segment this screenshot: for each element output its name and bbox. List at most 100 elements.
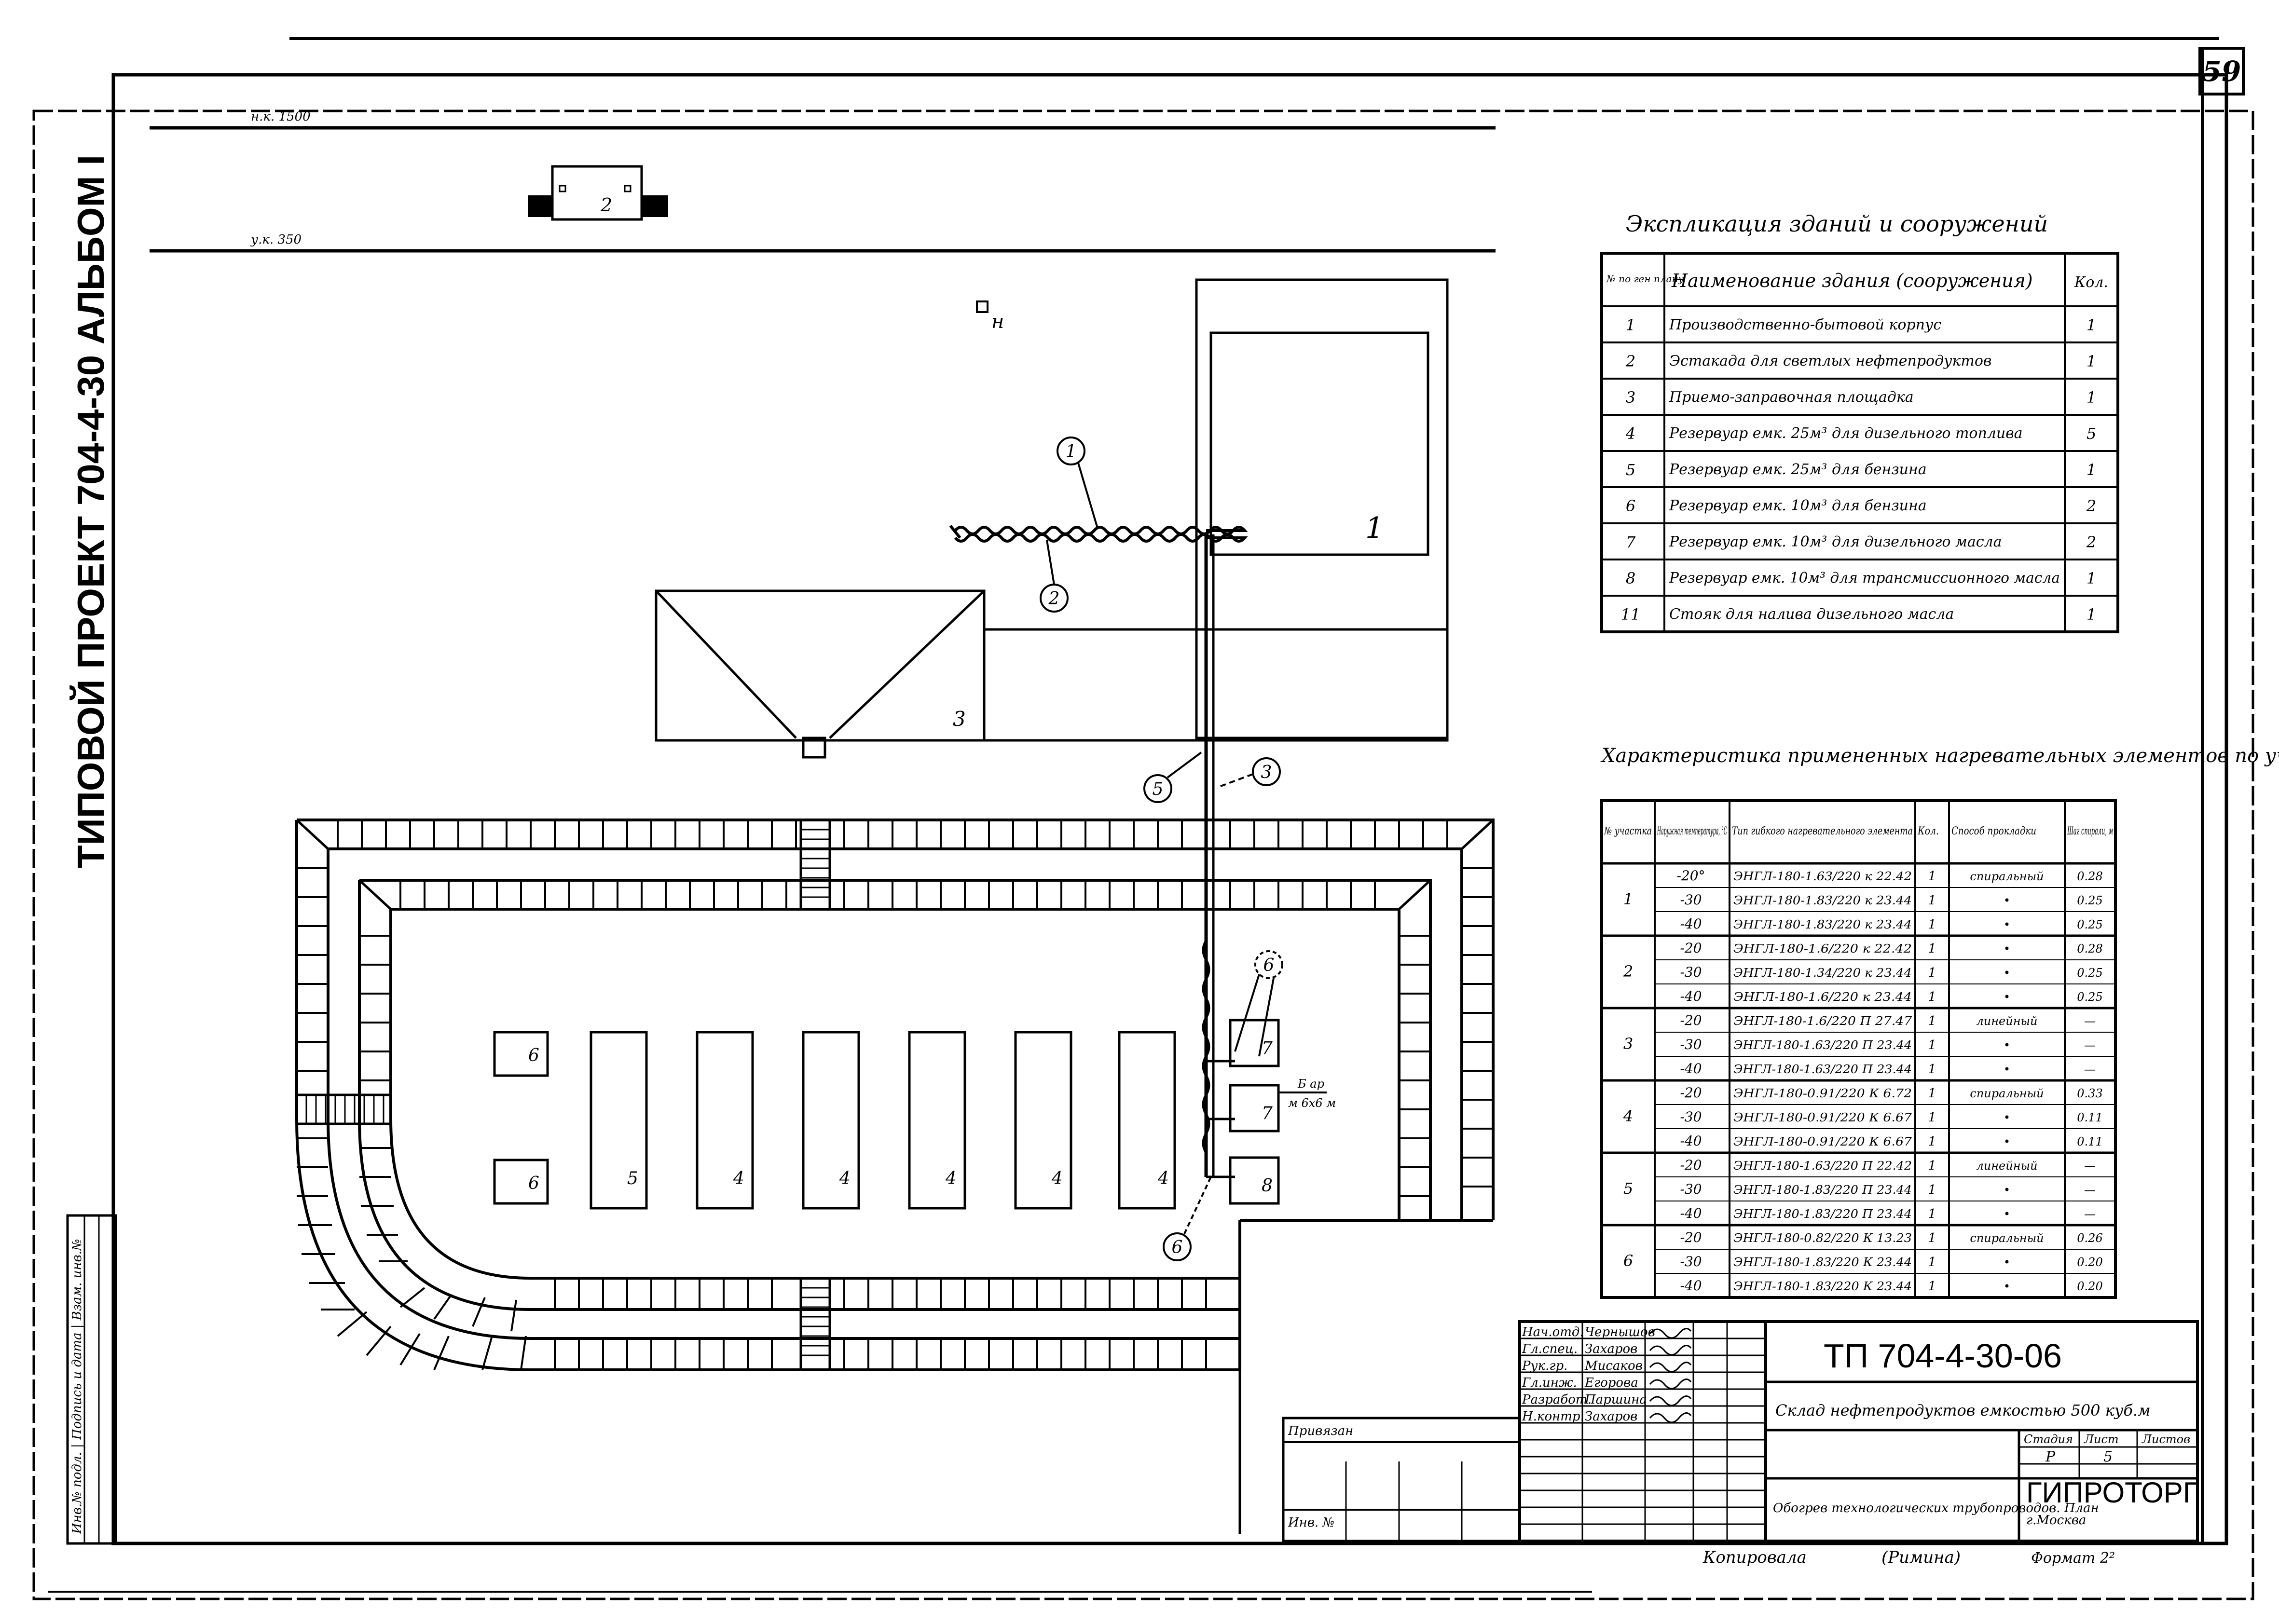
heaters-cell-method: спиральный bbox=[1970, 870, 2044, 883]
heaters-cell-method: • bbox=[2004, 1135, 2010, 1148]
heaters-cell-pitch: — bbox=[2084, 1183, 2096, 1197]
heaters-cell-type: ЭНГЛ-180-1.63/220 П 23.44 bbox=[1733, 1063, 1912, 1076]
elevation-lines: н.к. 1500 у.к. 350 bbox=[150, 109, 1496, 253]
stamp-role: Гл.инж. bbox=[1522, 1376, 1577, 1390]
heaters-cell-qty: 1 bbox=[1928, 869, 1936, 884]
heaters-cell-type: ЭНГЛ-180-1.83/220 К 23.44 bbox=[1733, 1256, 1912, 1269]
side-stamp-box: Инв.№ подл. | Подпись и дата | Взам. инв… bbox=[66, 1214, 117, 1545]
heaters-header-cell: Шаг спирали, м bbox=[2067, 825, 2113, 837]
heaters-cell-qty: 1 bbox=[1928, 893, 1936, 908]
explication-header-no: № по ген плану bbox=[1606, 273, 1684, 285]
heaters-cell-temp: -20° bbox=[1676, 868, 1705, 884]
stamp-role: Н.контр. bbox=[1522, 1409, 1584, 1424]
heaters-header-cell: Наружная температура, °С bbox=[1657, 825, 1727, 837]
heaters-cell-temp: -20 bbox=[1680, 940, 1702, 956]
callout-3: 3 bbox=[1261, 763, 1272, 782]
drain-note-line2: м 6х6 м bbox=[1288, 1096, 1336, 1110]
heaters-cell-type: ЭНГЛ-180-1.6/220 к 23.44 bbox=[1733, 990, 1912, 1004]
tank-label-4a: 4 bbox=[733, 1169, 744, 1188]
point-n: н bbox=[976, 300, 1004, 333]
tank-label-8: 8 bbox=[1262, 1176, 1273, 1196]
building-1: 1 bbox=[1195, 278, 1449, 739]
heaters-cell-qty: 1 bbox=[1928, 1086, 1936, 1101]
stamp-name: Мисаков bbox=[1584, 1359, 1643, 1373]
heaters-cell-qty: 1 bbox=[1928, 1279, 1936, 1294]
heaters-cell-method: • bbox=[2004, 1280, 2010, 1293]
heaters-cell-type: ЭНГЛ-180-1.83/220 к 23.44 bbox=[1733, 894, 1912, 907]
explication-header-qty: Кол. bbox=[2074, 274, 2108, 291]
inv-no-label: Инв. № bbox=[1288, 1515, 1334, 1530]
explication-cell-qty: 1 bbox=[2087, 388, 2096, 407]
explication-cell-no: 5 bbox=[1626, 461, 1635, 479]
heaters-cell-section: 2 bbox=[1623, 962, 1633, 981]
heaters-cell-qty: 1 bbox=[1928, 1014, 1936, 1028]
heaters-cell-pitch: — bbox=[2084, 1159, 2096, 1173]
explication-cell-no: 1 bbox=[1626, 316, 1635, 334]
stamp-role: Разработ. bbox=[1522, 1392, 1592, 1407]
copied-label: Копировала bbox=[1702, 1548, 1807, 1567]
heaters-cell-pitch: 0.20 bbox=[2077, 1256, 2102, 1269]
drain-note-line1: Б ар bbox=[1297, 1077, 1324, 1091]
embankment-outer bbox=[295, 819, 1495, 1534]
heaters-header-cell: № участка bbox=[1604, 825, 1652, 837]
explication-cell-name: Резервуар емк. 25м³ для дизельного топли… bbox=[1669, 425, 2023, 442]
heaters-cell-qty: 1 bbox=[1928, 1038, 1936, 1052]
stamp-role: Рук.гр. bbox=[1522, 1359, 1567, 1373]
building-3-label: 3 bbox=[953, 707, 966, 731]
heaters-title: Характеристика примененных нагревательны… bbox=[1600, 745, 2279, 767]
page-number: 59 bbox=[2202, 55, 2241, 88]
heaters-cell-type: ЭНГЛ-180-1.83/220 П 23.44 bbox=[1733, 1183, 1912, 1197]
heaters-cell-qty: 1 bbox=[1928, 1110, 1936, 1125]
heaters-cell-qty: 1 bbox=[1928, 1255, 1936, 1269]
heaters-cell-type: ЭНГЛ-180-1.6/220 П 27.47 bbox=[1733, 1014, 1912, 1028]
heaters-header-cell: Тип гибкого нагревательного элемента bbox=[1732, 825, 1913, 837]
explication-cell-no: 4 bbox=[1625, 424, 1635, 443]
heaters-cell-type: ЭНГЛ-180-1.83/220 к 23.44 bbox=[1733, 918, 1912, 931]
copied-name: (Римина) bbox=[1881, 1548, 1961, 1567]
tank-label-4b: 4 bbox=[839, 1169, 851, 1188]
heated-pipeline bbox=[949, 525, 1248, 1178]
heaters-cell-method: • bbox=[2004, 1038, 2010, 1052]
tank-label-6a: 6 bbox=[528, 1046, 539, 1065]
heaters-cell-temp: -30 bbox=[1680, 1254, 1702, 1269]
explication-title: Экспликация зданий и сооружений bbox=[1626, 211, 2048, 237]
heaters-table: № участка Наружная температура, °С Тип гиб… bbox=[1600, 799, 2117, 1299]
heaters-cell-temp: -40 bbox=[1680, 1061, 1702, 1077]
signature-mark bbox=[1649, 1328, 1692, 1339]
heaters-cell-method: • bbox=[2004, 966, 2010, 980]
privyazan-label: Привязан bbox=[1288, 1424, 1353, 1438]
building-2: 2 bbox=[528, 165, 668, 221]
heaters-cell-section: 5 bbox=[1623, 1179, 1633, 1198]
heaters-cell-method: • bbox=[2004, 1063, 2010, 1076]
explication-cell-name: Эстакада для светлых нефтепродуктов bbox=[1669, 353, 1991, 369]
heaters-cell-temp: -40 bbox=[1680, 1205, 1702, 1221]
heaters-cell-method: • bbox=[2004, 1183, 2010, 1197]
building-2-label: 2 bbox=[600, 194, 612, 216]
heaters-cell-temp: -30 bbox=[1680, 892, 1702, 908]
signature-mark bbox=[1649, 1412, 1692, 1423]
tank-labels: 6 6 5 4 4 4 4 4 7 7 8 bbox=[528, 1038, 1273, 1196]
heaters-cell-qty: 1 bbox=[1928, 1207, 1936, 1221]
heaters-cell-section: 4 bbox=[1623, 1107, 1633, 1125]
heaters-cell-temp: -20 bbox=[1680, 1229, 1702, 1245]
heaters-cell-qty: 1 bbox=[1928, 917, 1936, 932]
stage-header: Стадия bbox=[2024, 1433, 2073, 1446]
heaters-cell-temp: -30 bbox=[1680, 1037, 1702, 1052]
heaters-cell-temp: -20 bbox=[1680, 1012, 1702, 1028]
drain-note: Б ар м 6х6 м bbox=[1278, 1077, 1336, 1110]
heaters-cell-type: ЭНГЛ-180-1.34/220 к 23.44 bbox=[1733, 966, 1912, 980]
sheet-header: Лист bbox=[2084, 1433, 2119, 1446]
heaters-cell-qty: 1 bbox=[1928, 990, 1936, 1004]
heaters-cell-type: ЭНГЛ-180-0.91/220 К 6.67 bbox=[1733, 1135, 1912, 1148]
building-1-label: 1 bbox=[1365, 511, 1384, 545]
stamp-name: Захаров bbox=[1585, 1342, 1637, 1356]
title-block-text: ТП 704-4-30-06 Склад нефтепродуктов емко… bbox=[1288, 1337, 2198, 1567]
org-city: г.Москва bbox=[2026, 1513, 2086, 1528]
explication-cell-no: 11 bbox=[1621, 605, 1641, 624]
elev-top-label: н.к. 1500 bbox=[251, 109, 311, 124]
side-title: ТИПОВОЙ ПРОЕКТ 704-4-30 АЛЬБОМ I bbox=[69, 155, 112, 868]
heaters-cell-pitch: 0.28 bbox=[2077, 942, 2102, 955]
heaters-cell-pitch: 0.26 bbox=[2077, 1231, 2102, 1245]
explication-cell-no: 7 bbox=[1626, 533, 1636, 551]
heaters-cell-section: 3 bbox=[1623, 1035, 1633, 1053]
